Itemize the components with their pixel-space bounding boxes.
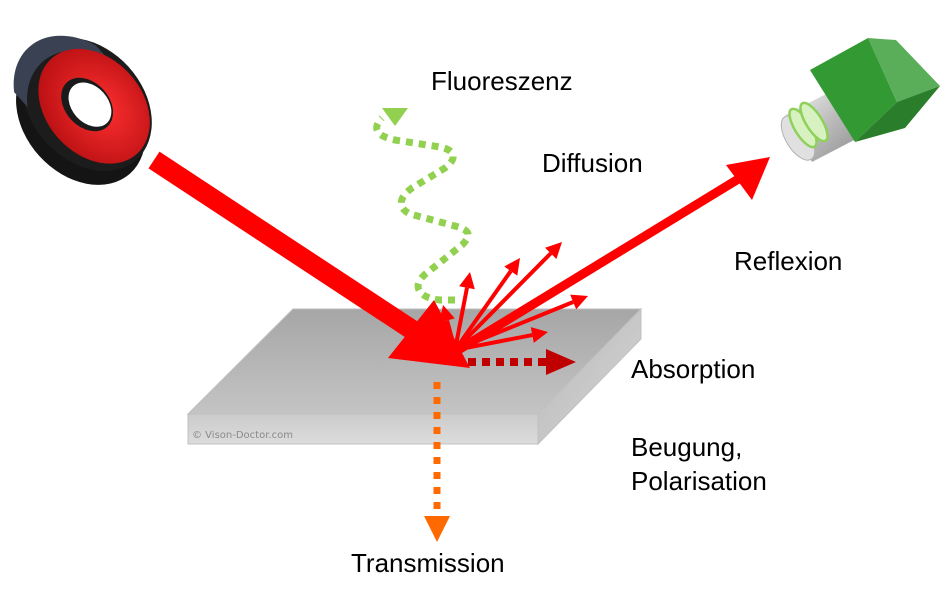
label-reflection: Reflexion [734, 246, 843, 276]
label-absorption: Absorption [631, 354, 756, 384]
diffuse-ray-line [454, 300, 574, 352]
fluorescence-ray [373, 108, 472, 304]
diffuse-ray-arrowhead [530, 327, 548, 343]
diffuse-ray-line [445, 319, 457, 351]
diffuse-ray-arrowhead [545, 242, 562, 259]
diffuse-ray-arrowhead [439, 305, 455, 323]
diffuse-ray-arrowhead [570, 294, 588, 310]
diffuse-ray-arrowhead [504, 258, 520, 276]
transmission-ray [424, 382, 450, 542]
label-diffraction-polarization: Beugung, Polarisation [631, 432, 767, 496]
camera-body-top [868, 38, 940, 102]
camera-body-front [810, 38, 897, 142]
diffuse-ray-line [454, 333, 533, 352]
diffuse-rays [439, 242, 588, 352]
plate-side-face [537, 307, 642, 446]
diffuse-ray-line [453, 269, 513, 352]
absorption-ray [468, 349, 576, 375]
label-fluorescence: Fluoreszenz [431, 66, 573, 96]
absorption-arrowhead [546, 349, 576, 375]
camera-icon [780, 38, 940, 162]
diffuse-ray-arrowhead [459, 272, 475, 290]
transmission-arrowhead [424, 516, 450, 542]
diffuse-ray-line [453, 287, 469, 351]
diffuse-ray-line [453, 251, 553, 352]
label-transmission: Transmission [351, 548, 505, 578]
incident-light-beam [148, 151, 470, 368]
ring-light-icon [13, 35, 152, 185]
label-diffusion: Diffusion [542, 148, 643, 178]
incident-arrowhead [388, 300, 470, 368]
watermark: © Vison-Doctor.com [192, 430, 293, 441]
fluorescence-arrowhead [382, 108, 408, 126]
reflection-arrowhead [726, 157, 770, 200]
camera-body-side [855, 86, 940, 142]
reflection-beam [452, 157, 770, 356]
